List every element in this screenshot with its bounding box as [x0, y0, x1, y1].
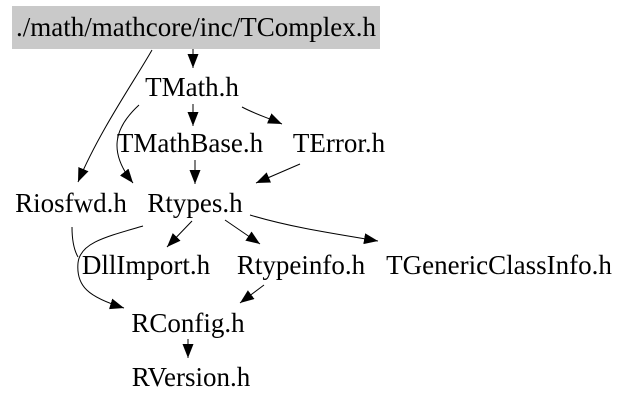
- edge-rtypes-rconfig: [77, 225, 144, 310]
- node-tgenericclassinfo-h[interactable]: TGenericClassInfo.h: [386, 250, 612, 280]
- node-dllimport-h[interactable]: DllImport.h: [81, 250, 211, 280]
- edge-riosfwd-rconfig: [71, 226, 79, 258]
- edge-terror-rtypes: [255, 163, 301, 184]
- edge-tmath-rtypes: [116, 104, 140, 184]
- node-rtypeinfo-h[interactable]: Rtypeinfo.h: [236, 250, 366, 280]
- edge-tmath-terror: [241, 106, 283, 125]
- node-riosfwd-h[interactable]: Riosfwd.h: [15, 188, 127, 218]
- node-rtypes-h[interactable]: Rtypes.h: [147, 188, 243, 218]
- node-tmath-h[interactable]: TMath.h: [145, 72, 239, 102]
- edge-rtypes-tgenericclassinfo: [249, 214, 379, 245]
- edge-rtypeinfo-rconfig: [239, 284, 265, 304]
- node-tmathbase-h[interactable]: TMathBase.h: [116, 128, 264, 158]
- edge-rtypes-dllimport: [166, 220, 193, 248]
- node-rconfig-h[interactable]: RConfig.h: [131, 308, 245, 338]
- node-rversion-h[interactable]: RVersion.h: [131, 362, 251, 392]
- node-tcomplex-h: ./math/mathcore/inc/TComplex.h: [12, 6, 380, 49]
- node-terror-h[interactable]: TError.h: [292, 128, 386, 158]
- edge-rtypes-rtypeinfo: [224, 219, 261, 245]
- edge-tcomplex-riosfwd: [77, 49, 153, 183]
